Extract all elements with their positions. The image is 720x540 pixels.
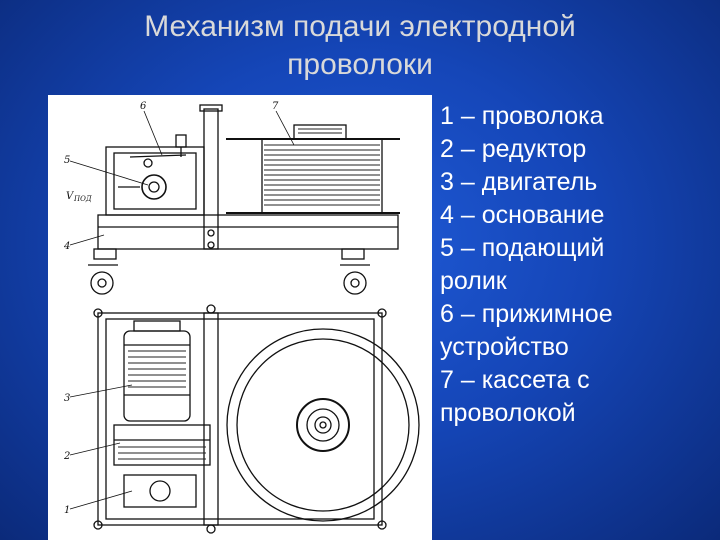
mechanism-drawing: 6 7 5 V ПОД 4 3 2 1 bbox=[48, 95, 432, 540]
figure-label-v: V bbox=[66, 191, 75, 202]
legend-item: 3 – двигатель bbox=[440, 168, 598, 196]
legend-item: 2 – редуктор bbox=[440, 135, 587, 163]
legend-list: 1 – проволока 2 – редуктор 3 – двигатель… bbox=[440, 100, 710, 430]
figure-label-1: 1 bbox=[64, 505, 70, 516]
legend-item: 7 – кассета с bbox=[440, 366, 590, 394]
technical-drawing: 6 7 5 V ПОД 4 3 2 1 bbox=[63, 101, 420, 534]
legend-item: 4 – основание bbox=[440, 201, 605, 229]
legend-item: устройство bbox=[440, 333, 569, 361]
figure-label-5: 5 bbox=[64, 155, 70, 166]
figure-label-7: 7 bbox=[272, 101, 279, 112]
legend-item: 1 – проволока bbox=[440, 102, 604, 130]
figure-label-4: 4 bbox=[63, 241, 70, 252]
figure-label-3: 3 bbox=[64, 393, 70, 404]
figure-label-v-sub: ПОД bbox=[73, 195, 92, 203]
legend-item: 6 – прижимное bbox=[440, 300, 613, 328]
slide-title-line-2: проволоки bbox=[287, 48, 433, 81]
legend-item: ролик bbox=[440, 267, 507, 295]
slide-title: Механизм подачи электродной проволоки bbox=[0, 8, 720, 84]
legend-item: проволокой bbox=[440, 399, 576, 427]
slide-title-line-1: Механизм подачи электродной bbox=[144, 10, 576, 43]
figure-label-2: 2 bbox=[63, 451, 70, 462]
legend-item: 5 – подающий bbox=[440, 234, 605, 262]
figure-label-6: 6 bbox=[140, 101, 147, 112]
